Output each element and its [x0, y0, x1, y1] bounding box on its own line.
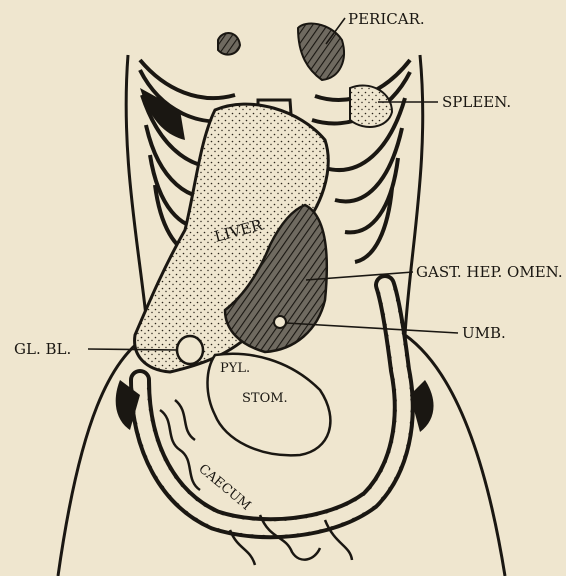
- label-umb: UMB.: [462, 324, 506, 342]
- label-stom: STOM.: [242, 391, 288, 406]
- leader-gl-bl: [88, 349, 178, 350]
- label-gl-bl: GL. BL.: [14, 340, 71, 358]
- label-pericar: PERICAR.: [348, 10, 425, 28]
- label-pyl: PYL.: [220, 361, 250, 376]
- gall-bladder: [177, 336, 203, 364]
- label-gast-hep-omen: GAST. HEP. OMEN.: [416, 263, 563, 281]
- umbilicus: [274, 316, 286, 328]
- label-spleen: SPLEEN.: [442, 93, 511, 111]
- pericardium-left: [218, 33, 240, 55]
